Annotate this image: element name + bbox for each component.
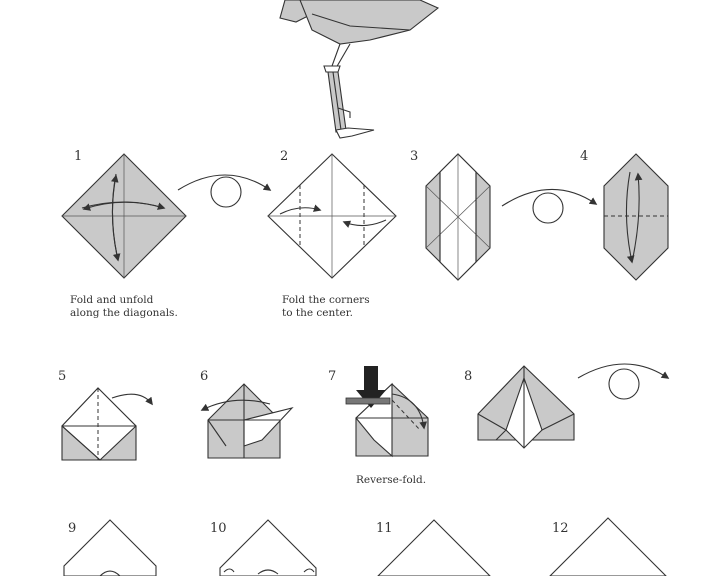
turn-over-arrow [177, 174, 272, 208]
turn-over-arrow [501, 188, 598, 224]
turn-over-arrow [577, 363, 670, 400]
step-12-diagram [549, 517, 667, 576]
step-number: 4 [580, 149, 589, 164]
step-5-diagram [61, 387, 153, 461]
step-2-caption: Fold the corners to the center. [282, 294, 370, 320]
caption-line: along the diagonals. [70, 307, 178, 319]
step-1-diagram [61, 153, 187, 279]
step-number: 5 [58, 369, 67, 384]
push-arrow-icon [345, 366, 391, 408]
step-number: 2 [280, 149, 289, 164]
finished-model-figure [279, 0, 440, 139]
step-7-caption: Reverse-fold. [356, 474, 426, 487]
step-number: 12 [552, 521, 569, 536]
step-number: 6 [200, 369, 209, 384]
caption-line: Reverse-fold. [356, 474, 427, 486]
step-8-diagram [477, 365, 575, 449]
step-4-diagram [603, 153, 669, 281]
caption-line: to the center. [282, 307, 353, 319]
step-number: 3 [410, 149, 419, 164]
step-1-caption: Fold and unfold along the diagonals. [70, 294, 178, 320]
caption-line: Fold and unfold [70, 294, 154, 306]
step-number: 8 [464, 369, 473, 384]
step-9-diagram [63, 519, 157, 576]
step-number: 7 [328, 369, 337, 384]
step-number: 9 [68, 521, 77, 536]
step-2-diagram [267, 153, 397, 279]
step-10-diagram [219, 519, 317, 576]
step-number: 10 [210, 521, 227, 536]
step-6-diagram [200, 383, 294, 459]
step-3-diagram [425, 153, 491, 281]
step-number: 1 [74, 149, 83, 164]
step-7-diagram [345, 366, 429, 458]
step-number: 11 [376, 521, 393, 536]
caption-line: Fold the corners [282, 294, 370, 306]
step-11-diagram [377, 519, 491, 576]
